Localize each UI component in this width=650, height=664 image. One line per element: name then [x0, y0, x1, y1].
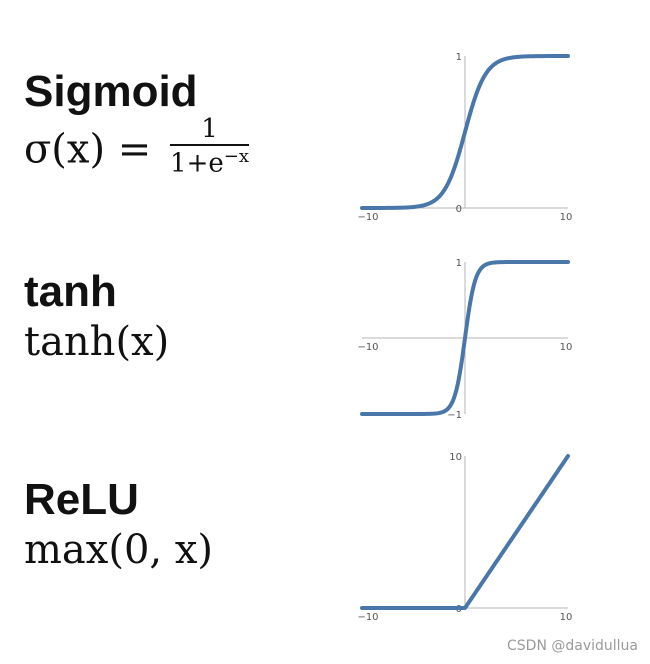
relu-formula: max(0, x) — [24, 527, 213, 573]
sigmoid-fraction: 1 1+e−x — [170, 116, 249, 177]
tanh-title: tanh — [24, 267, 117, 316]
sigmoid-x-tick-label: 10 — [560, 212, 573, 223]
tanh-curve — [360, 260, 570, 416]
relu-title: ReLU — [24, 475, 139, 524]
sigmoid-denominator-base: 1+e — [170, 148, 224, 179]
tanh-label-block: tanh tanh(x) — [24, 267, 170, 365]
relu-x-tick-label: −10 — [357, 612, 378, 623]
tanh-y-tick-label: −1 — [447, 410, 462, 421]
sigmoid-y-tick-label: 0 — [456, 204, 462, 215]
sigmoid-curve — [360, 54, 570, 210]
tanh-plot: −10 10 1 −1 — [357, 258, 573, 421]
sigmoid-y-tick-label: 1 — [456, 52, 462, 63]
relu-label-block: ReLU max(0, x) — [24, 475, 213, 573]
tanh-x-tick-label: 10 — [560, 342, 573, 353]
relu-curve — [360, 454, 570, 610]
tanh-formula: tanh(x) — [24, 319, 170, 365]
relu-x-tick-label: 10 — [560, 612, 573, 623]
sigmoid-numerator: 1 — [170, 116, 249, 146]
sigmoid-label-block: Sigmoid σ(x) = 1 1+e−x — [24, 70, 249, 183]
sigmoid-denominator-exp: −x — [223, 146, 249, 167]
watermark: CSDN @davidullua — [507, 638, 638, 654]
relu-y-tick-label: 10 — [449, 452, 462, 463]
sigmoid-x-tick-label: −10 — [357, 212, 378, 223]
sigmoid-title: Sigmoid — [24, 67, 198, 116]
sigmoid-formula: σ(x) = 1 1+e−x — [24, 116, 249, 183]
sigmoid-denominator: 1+e−x — [170, 146, 249, 177]
tanh-y-tick-label: 1 — [456, 258, 462, 269]
tanh-x-tick-label: −10 — [357, 342, 378, 353]
sigmoid-formula-lhs: σ(x) = — [24, 126, 152, 173]
